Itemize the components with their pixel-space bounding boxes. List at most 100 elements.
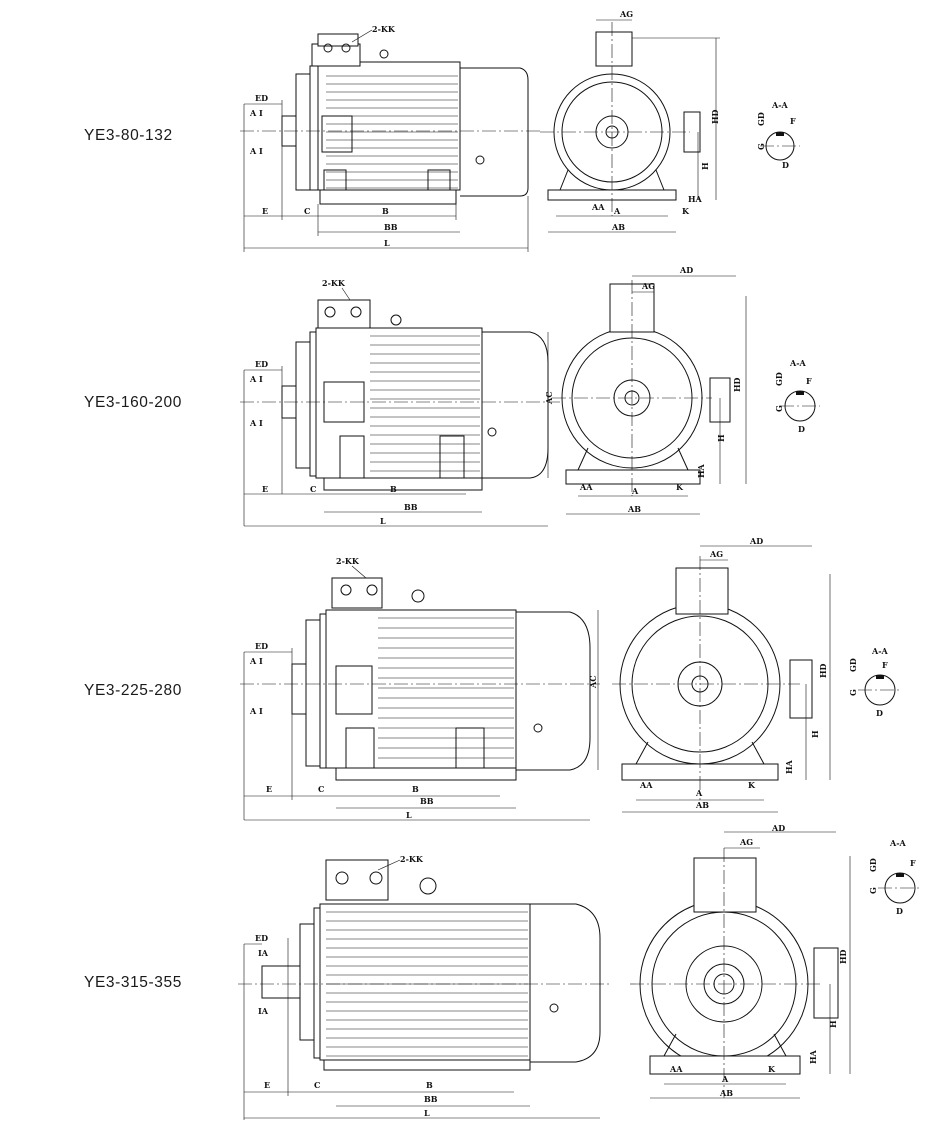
dim-AA: AA <box>639 780 653 790</box>
dim-AG: AG <box>709 549 723 559</box>
dim-AD: AD <box>679 265 693 275</box>
dim-F: F <box>882 660 888 670</box>
dim-AC: AC <box>544 391 554 405</box>
dim-E: E <box>262 484 268 494</box>
dim-K: K <box>768 1064 776 1074</box>
dim-D: D <box>896 906 903 916</box>
dim-AD: AD <box>749 536 763 546</box>
side-view: ED A I A I E C B BB L AC 2-KK <box>240 278 560 527</box>
section-title: A-A <box>889 838 907 848</box>
dim-K: K <box>676 482 684 492</box>
front-view: AG AD HD H HA AA A K AB <box>612 536 831 813</box>
dim-L: L <box>406 810 412 820</box>
dim-D: D <box>798 424 805 434</box>
dim-ED: ED <box>255 641 268 651</box>
dim-AI: A I <box>249 656 263 666</box>
dim-AI: A I <box>249 706 263 716</box>
dim-AI: A I <box>249 108 263 118</box>
dim-C: C <box>310 484 316 494</box>
series-label: YE3-80-132 <box>84 127 173 144</box>
dim-C: C <box>318 784 324 794</box>
dim-H: H <box>810 730 820 738</box>
dim-L: L <box>380 516 386 526</box>
motor-row-3: YE3-225-280 ED A I <box>0 536 952 828</box>
dim-A: A <box>721 1074 729 1084</box>
dim-H: H <box>700 162 710 170</box>
front-view: AG HD H HA AA A K AB <box>540 9 720 233</box>
dim-K: K <box>682 206 690 216</box>
dim-HA: HA <box>808 1049 818 1064</box>
dim-G: G <box>756 143 766 150</box>
dim-L: L <box>384 238 390 248</box>
dim-GD: GD <box>868 858 878 872</box>
side-view: ED IA IA E C B BB L 2-KK <box>238 854 612 1120</box>
dim-AA: AA <box>669 1064 683 1074</box>
dim-BB: BB <box>404 502 418 512</box>
dim-A: A <box>631 486 639 496</box>
dim-AA: AA <box>579 482 593 492</box>
dim-B: B <box>426 1080 433 1090</box>
dim-A: A <box>695 788 703 798</box>
dim-H: H <box>828 1020 838 1028</box>
dim-AI: A I <box>249 374 263 384</box>
dim-HD: HD <box>732 377 742 392</box>
terminal-label: 2-KK <box>336 556 360 566</box>
dim-E: E <box>264 1080 270 1090</box>
dim-AB: AB <box>611 222 625 232</box>
motor-row-1: YE3-80-132 <box>0 0 952 262</box>
motor-row-4: YE3-315-355 ED IA IA E C <box>0 823 952 1130</box>
dim-AI: A I <box>249 418 263 428</box>
dim-GD: GD <box>756 112 766 126</box>
dim-HA: HA <box>784 759 794 774</box>
shaft-section: A-A GD F G D <box>774 358 820 434</box>
series-label: YE3-225-280 <box>84 682 182 699</box>
dim-HD: HD <box>838 949 848 964</box>
dim-F: F <box>806 376 812 386</box>
shaft-section: A-A GD F G D <box>868 838 922 916</box>
dim-E: E <box>262 206 268 216</box>
dim-GD: GD <box>848 658 858 672</box>
side-view: ED A I A I E C B BB L 2-KK <box>240 24 540 252</box>
dim-C: C <box>314 1080 320 1090</box>
dim-AG: AG <box>619 9 633 19</box>
section-title: A-A <box>871 646 889 656</box>
dim-HA: HA <box>696 463 706 478</box>
front-view: AG AD HD H HA AA A K AB <box>552 265 747 515</box>
dim-ED: ED <box>255 933 268 943</box>
terminal-label: 2-KK <box>372 24 396 34</box>
front-view: AG AD HD H HA AA A K AB <box>630 823 851 1099</box>
dim-B: B <box>412 784 419 794</box>
dim-AB: AB <box>719 1088 733 1098</box>
dim-G: G <box>868 887 878 894</box>
section-title: A-A <box>771 100 789 110</box>
dim-ED: ED <box>255 359 268 369</box>
shaft-section: A-A GD F G D <box>848 646 902 718</box>
dim-AA: AA <box>591 202 605 212</box>
dim-GD: GD <box>774 372 784 386</box>
dim-K: K <box>748 780 756 790</box>
dim-AD: AD <box>771 823 785 833</box>
dim-L: L <box>424 1108 430 1118</box>
dim-F: F <box>910 858 916 868</box>
dim-C: C <box>304 206 310 216</box>
dim-IA: IA <box>258 1006 269 1016</box>
dim-HA: HA <box>688 194 703 204</box>
dim-ED: ED <box>255 93 268 103</box>
dim-H: H <box>716 434 726 442</box>
dim-AC: AC <box>588 675 598 689</box>
dim-AB: AB <box>695 800 709 810</box>
dim-B: B <box>390 484 397 494</box>
motor-row-2: YE3-160-200 ED A I <box>0 262 952 538</box>
terminal-label: 2-KK <box>400 854 424 864</box>
motor-drawing: ED A I A I E C B BB L AC 2-KK <box>240 536 902 821</box>
dim-BB: BB <box>384 222 398 232</box>
dim-E: E <box>266 784 272 794</box>
dim-G: G <box>774 405 784 412</box>
section-title: A-A <box>789 358 807 368</box>
motor-drawing: ED A I A I E C B BB L 2-KK <box>240 9 800 252</box>
motor-drawing: ED IA IA E C B BB L 2-KK <box>238 823 922 1120</box>
dim-D: D <box>876 708 883 718</box>
dim-B: B <box>382 206 389 216</box>
dim-BB: BB <box>424 1094 438 1104</box>
dim-IA: IA <box>258 948 269 958</box>
